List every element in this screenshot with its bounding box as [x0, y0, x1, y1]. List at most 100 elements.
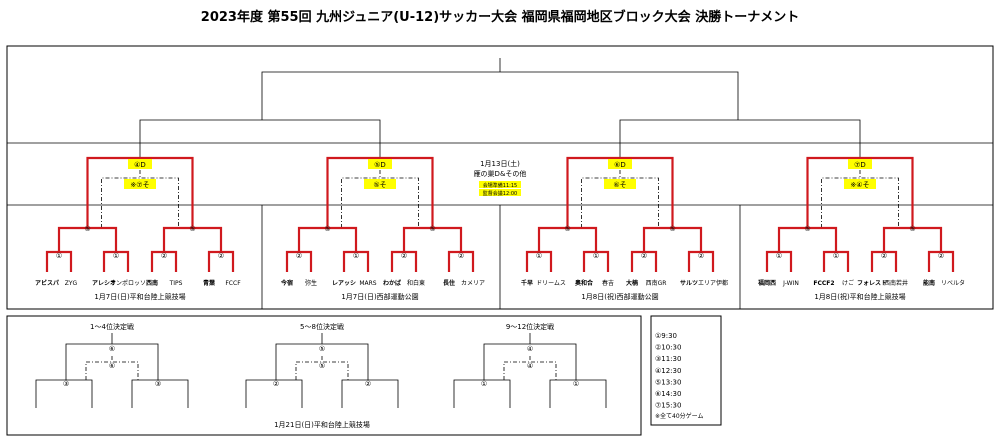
placement-1-top-bracket — [65, 343, 159, 380]
block-3-r1-label-1: ① — [536, 252, 542, 260]
placement-3-left-label: ① — [481, 380, 487, 388]
placement-3-mid-bracket — [503, 361, 557, 380]
block-1-consolation-bracket — [101, 177, 179, 228]
schedule-time-1: ①9:30 — [655, 332, 677, 340]
block-1-consolation-label-highlight — [124, 179, 156, 189]
block-1-team-8: FCCF — [225, 280, 241, 287]
block-1-semi-label-highlight — [128, 159, 152, 169]
block-2-qf-label-2: ⑤ — [429, 225, 435, 233]
block-4-semi-bracket — [806, 156, 914, 228]
schedule-time-2: ②10:30 — [655, 344, 681, 352]
block-4-venue: 1月8日(祝)平和台陸上競技場 — [814, 292, 905, 301]
block-3-qf-bracket-1 — [537, 226, 598, 252]
block-3-consolation-label: ⑥そ — [613, 181, 626, 189]
block-3-qf-bracket-2 — [642, 226, 703, 252]
block-4-qf-bracket-1 — [777, 226, 838, 252]
schedule-time-6: ⑥14:30 — [655, 390, 681, 398]
placement-frame — [6, 315, 642, 436]
block-3-team-1: 千早 — [521, 279, 533, 287]
block-2-consolation-bracket — [341, 177, 419, 228]
placement-3-title: 9～12位決定戦 — [506, 322, 554, 331]
block-1-team-5: 西南 — [146, 279, 158, 287]
block-1-r1-label-1: ① — [56, 252, 62, 260]
block-4-team-7: 能南 — [923, 279, 935, 287]
block-3-r1-label-3: ② — [641, 252, 647, 260]
block-1-qf-bracket-1 — [57, 226, 118, 252]
placement-3-right-bracket — [549, 379, 607, 408]
placement-3-mid-label: ④ — [527, 362, 533, 370]
final-note1-highlight — [479, 181, 521, 188]
block-2-r1-bracket-4 — [447, 250, 475, 272]
block-3-r1-bracket-1 — [525, 250, 553, 272]
block-1-r1-bracket-3 — [150, 250, 178, 272]
block-3-semi-label-highlight — [608, 159, 632, 169]
placement-3-right-label: ① — [573, 380, 579, 388]
placement-1-title: 1～4位決定戦 — [90, 322, 134, 331]
placement-1-left-bracket — [35, 379, 93, 408]
block-4-consolation-label-highlight — [844, 179, 876, 189]
placement-1-mid-bracket — [85, 361, 139, 380]
placement-venue: 1月21日(日)平和台陸上競技場 — [274, 420, 370, 429]
block-2-team-4: MARS — [359, 280, 376, 287]
block-4-r1-bracket-2 — [822, 250, 850, 272]
block-3-consolation-bracket — [581, 177, 659, 228]
block-2-r1-label-1: ② — [296, 252, 302, 260]
placement-3-left-bracket — [453, 379, 511, 408]
placement-1-right-label: ③ — [155, 380, 161, 388]
placement-2-top-label: ⑤ — [319, 345, 325, 353]
block-4-r1-label-2: ① — [833, 252, 839, 260]
placement-3-top-label: ④ — [527, 345, 533, 353]
block-3-r1-bracket-2 — [582, 250, 610, 272]
block-1-team-3: アレシオ — [92, 280, 116, 287]
placement-2-title: 5～8位決定戦 — [300, 322, 344, 331]
block-2-r1-bracket-1 — [285, 250, 313, 272]
top-semi-bracket-left — [139, 119, 381, 143]
block-2-semi-bracket — [326, 156, 434, 228]
block-3-r1-label-4: ② — [698, 252, 704, 260]
block-4-consolation-bracket — [821, 177, 899, 228]
block-4-team-4: けご — [842, 279, 854, 287]
placement-3-top-bracket — [483, 343, 577, 380]
block-3-qf-label-1: ⑤ — [564, 225, 570, 233]
block-2-semi-label: ⑤D — [374, 161, 386, 169]
block-1-r1-label-3: ② — [161, 252, 167, 260]
placement-1-right-bracket — [131, 379, 189, 408]
block-2-consolation-label: ⑤そ — [373, 181, 386, 189]
block-2-qf-bracket-1 — [297, 226, 358, 252]
block-1-r1-label-2: ① — [113, 252, 119, 260]
block-4-semi-label-highlight — [848, 159, 872, 169]
block-4-consolation-label: ※④そ — [850, 181, 869, 189]
block-1-qf-label-1: ⑤ — [84, 225, 90, 233]
block-2-r1-label-4: ② — [458, 252, 464, 260]
placement-2-top-bracket — [275, 343, 369, 380]
block-4-qf-label-1: ⑤ — [804, 225, 810, 233]
block-2-r1-bracket-2 — [342, 250, 370, 272]
block-2-team-3: レアッシ — [332, 280, 356, 287]
block-4-team-8: リベルタ — [941, 279, 965, 287]
block-2-r1-label-2: ① — [353, 252, 359, 260]
block-1-consolation-label: ※⑦そ — [130, 181, 149, 189]
block-4-team-1: 福岡西 — [757, 279, 776, 287]
block-3-r1-label-2: ① — [593, 252, 599, 260]
block-1-team-1: アビスパ — [35, 279, 59, 287]
block-1-semi-label: ④D — [134, 161, 146, 169]
placement-2-mid-label: ⑤ — [319, 362, 325, 370]
block-2-team-6: 和白東 — [407, 279, 425, 287]
block-3-team-6: 西南GR — [646, 279, 667, 287]
block-4-team-6: 西南若井 — [884, 279, 908, 287]
block-2-qf-label-1: ⑤ — [324, 225, 330, 233]
placement-2-left-label: ② — [273, 380, 279, 388]
schedule-time-3: ③11:30 — [655, 355, 681, 363]
block-4-team-5: フォレスト — [857, 280, 887, 287]
schedule-time-5: ⑤13:30 — [655, 378, 681, 386]
block-4-r1-bracket-4 — [927, 250, 955, 272]
block-1-team-4: ランポロッソ — [110, 279, 146, 287]
block-1-qf-bracket-2 — [162, 226, 223, 252]
block-3-team-2: ドリームス — [536, 280, 566, 287]
block-4-qf-label-2: ⑤ — [909, 225, 915, 233]
final-date: 1月13日(土) — [480, 159, 520, 168]
block-2-team-2: 弥生 — [305, 279, 317, 287]
block-2-r1-bracket-3 — [390, 250, 418, 272]
block-4-r1-label-3: ② — [881, 252, 887, 260]
